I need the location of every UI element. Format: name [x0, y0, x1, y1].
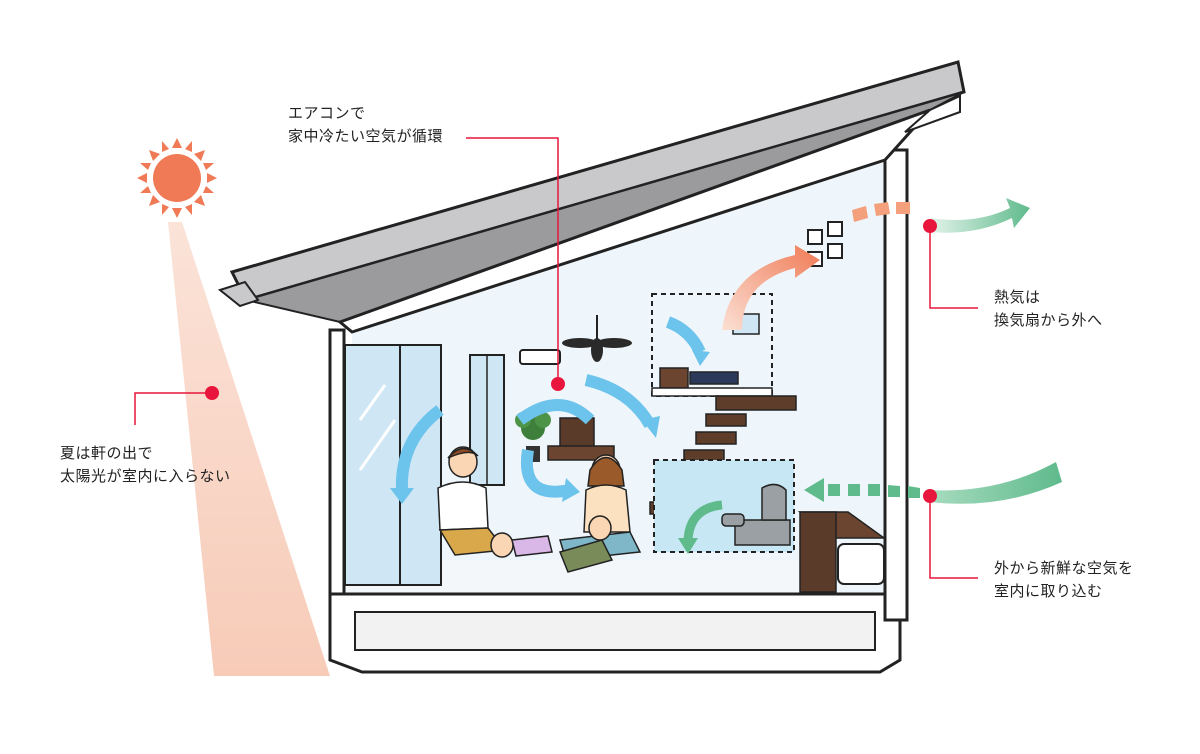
callout-heat-line1: 熱気は	[994, 288, 1041, 306]
air-conditioner	[519, 349, 561, 365]
leader-lines	[134, 137, 978, 579]
foundation	[328, 592, 902, 674]
sunbeam	[168, 222, 330, 676]
sun-icon	[137, 138, 217, 218]
callout-ac-line2: 家中冷たい空気が循環	[288, 127, 444, 145]
callout-eaves-line1: 夏は軒の出で	[60, 444, 154, 462]
roof	[217, 60, 966, 334]
floor	[345, 560, 840, 596]
left-wall	[328, 328, 346, 596]
outdoor-ac-unit	[837, 543, 885, 585]
cool-air-circulation	[395, 316, 706, 498]
callout-eaves: 夏は軒の出で 太陽光が室内に入らない	[32, 436, 231, 494]
callout-fresh: 外から新鮮な空気を 室内に取り込む	[974, 553, 1134, 609]
callout-heat-line2: 換気扇から外へ	[994, 311, 1103, 329]
air-in-indoor-arrowhead	[678, 538, 698, 554]
air-in-arrow	[928, 462, 1062, 504]
warm-air-dashes	[852, 202, 910, 222]
callout-heat: 熱気は 換気扇から外へ	[974, 282, 1103, 338]
callout-fresh-line1: 外から新鮮な空気を	[994, 559, 1134, 577]
ceiling-fan	[562, 315, 632, 362]
air-in-dashes	[804, 478, 920, 502]
cool-air-arrowheads	[390, 350, 710, 504]
family	[437, 446, 642, 573]
tv-stand	[547, 417, 615, 461]
bench	[797, 511, 887, 593]
air-out-arrow	[930, 198, 1030, 233]
right-wall	[883, 148, 909, 622]
callout-eaves-line2: 太陽光が室内に入らない	[60, 467, 231, 485]
chair	[721, 483, 791, 546]
air-in-indoor-arrow	[683, 500, 723, 541]
callout-ac: エアコンで 家中冷たい空気が循環	[258, 98, 444, 154]
marker-dots	[205, 219, 937, 503]
callout-fresh-line2: 室内に取り込む	[994, 582, 1103, 600]
warm-air-arrow	[722, 245, 820, 330]
callout-ac-line1: エアコンで	[288, 104, 366, 122]
